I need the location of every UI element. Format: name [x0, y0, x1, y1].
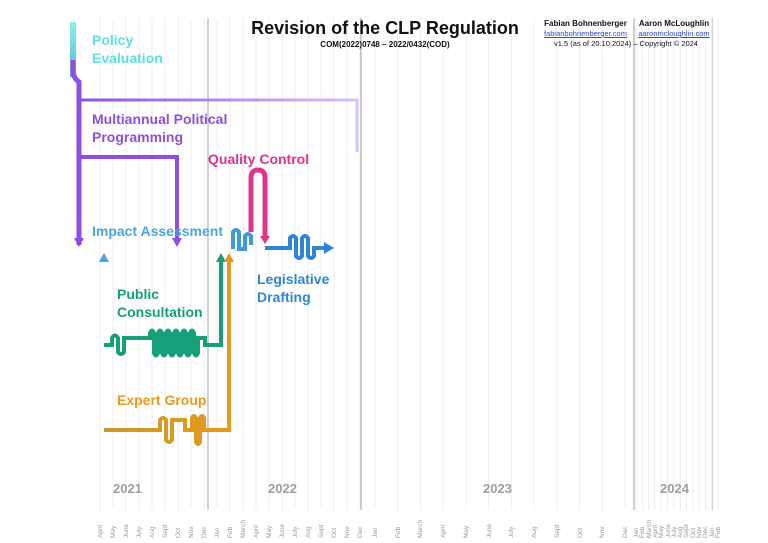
- month-label: March: [417, 519, 425, 538]
- year-label: 2024: [660, 481, 689, 496]
- stage-label-legislative-drafting: Legislative Drafting: [257, 270, 329, 306]
- author-name: Aaron McLoughlin: [638, 19, 710, 28]
- label-line: Evaluation: [92, 50, 163, 66]
- month-label: July: [136, 526, 143, 538]
- month-label: Nov: [599, 526, 607, 538]
- public-consultation-wiggle: [104, 258, 223, 358]
- month-label: April: [253, 524, 260, 538]
- label-line: Public: [117, 286, 160, 302]
- month-label: May: [266, 525, 273, 538]
- label-line: Multiannual Political: [92, 111, 228, 127]
- arrow-pc-return: [216, 253, 226, 262]
- stage-label-political-programming: Multiannual Political Programming: [92, 110, 227, 146]
- month-label: Sept: [553, 524, 561, 538]
- legislative-drafting-line: [265, 234, 326, 260]
- month-label: Feb: [715, 526, 722, 538]
- programming-extension-line: [79, 98, 359, 152]
- month-label: March: [240, 519, 247, 538]
- arrow-loop-into-ia: [172, 238, 182, 247]
- arrow-drafting-end: [324, 242, 334, 254]
- label-line: Legislative: [257, 271, 330, 287]
- month-label: Sept: [162, 524, 169, 538]
- stage-label-policy-evaluation: Policy Evaluation: [92, 31, 163, 67]
- month-label: Aug: [305, 526, 312, 538]
- month-label: June: [123, 523, 130, 538]
- programming-inner-loop: [79, 155, 179, 244]
- month-label: Oct: [331, 527, 338, 538]
- month-label: Aug: [149, 526, 156, 538]
- month-label: Aug: [531, 526, 539, 538]
- month-label: May: [462, 525, 470, 538]
- policy-to-programming-connector: [70, 60, 82, 245]
- author-name: Fabian Bohnenberger: [544, 19, 627, 28]
- month-label: Sept: [318, 524, 325, 538]
- month-grid: [99, 18, 719, 510]
- arrow-programming-into-ia: [74, 238, 84, 247]
- stage-label-quality-control: Quality Control: [208, 150, 309, 168]
- month-label: Jan: [214, 527, 221, 538]
- label-line: Consultation: [117, 304, 203, 320]
- month-label: July: [292, 526, 299, 538]
- label-line: Expert Group: [117, 392, 207, 408]
- stage-label-expert-group: Expert Group: [117, 391, 206, 409]
- month-label: April: [97, 524, 104, 538]
- label-line: Impact Assessment: [92, 223, 223, 239]
- month-label: July: [508, 526, 516, 538]
- quality-control-loop: [248, 167, 268, 236]
- arrow-eg-return: [224, 253, 234, 262]
- policy-evaluation-track: [70, 22, 76, 77]
- month-label: April: [440, 524, 448, 538]
- month-label: Dec: [357, 526, 364, 538]
- month-label: Oct: [175, 527, 182, 538]
- label-line: Programming: [92, 129, 184, 145]
- version-copyright: v1.5 (as of 20.10.2024) – Copyright © 20…: [554, 39, 698, 48]
- month-label: Dec: [201, 526, 208, 538]
- month-label: Oct: [576, 527, 584, 538]
- label-line: Policy: [92, 32, 134, 48]
- author-website-link[interactable]: fabianbohnenberger.com: [544, 29, 627, 38]
- month-label: Nov: [188, 526, 195, 538]
- month-label: June: [279, 523, 286, 538]
- arrow-pc-up: [99, 253, 109, 262]
- author-block-2: Aaron McLoughlin aaronmcloughlin.com: [634, 19, 714, 39]
- year-label: 2022: [268, 481, 297, 496]
- month-label: Jan: [372, 527, 379, 538]
- arrow-qc-down: [260, 236, 270, 244]
- year-label: 2021: [113, 481, 142, 496]
- month-label: Feb: [394, 526, 402, 538]
- expert-group-line: [104, 258, 231, 446]
- author-block-1: Fabian Bohnenberger fabianbohnenberger.c…: [538, 19, 633, 39]
- month-label: May: [110, 525, 117, 538]
- month-label: Feb: [227, 526, 234, 538]
- author-website-link[interactable]: aaronmcloughlin.com: [638, 29, 710, 38]
- stage-label-impact-assessment: Impact Assessment: [92, 222, 223, 240]
- month-label: Nov: [344, 526, 351, 538]
- page-subtitle: COM(2022)0748 – 2022/0432(COD): [320, 40, 450, 49]
- impact-assessment-wiggle: [231, 228, 253, 251]
- stage-label-public-consultation: Public Consultation: [117, 285, 203, 321]
- year-label: 2023: [483, 481, 512, 496]
- month-label: Dec: [622, 526, 629, 538]
- page-title: Revision of the CLP Regulation: [251, 18, 519, 38]
- month-label: June: [485, 523, 493, 538]
- label-line: Quality Control: [208, 151, 310, 167]
- label-line: Drafting: [257, 289, 311, 305]
